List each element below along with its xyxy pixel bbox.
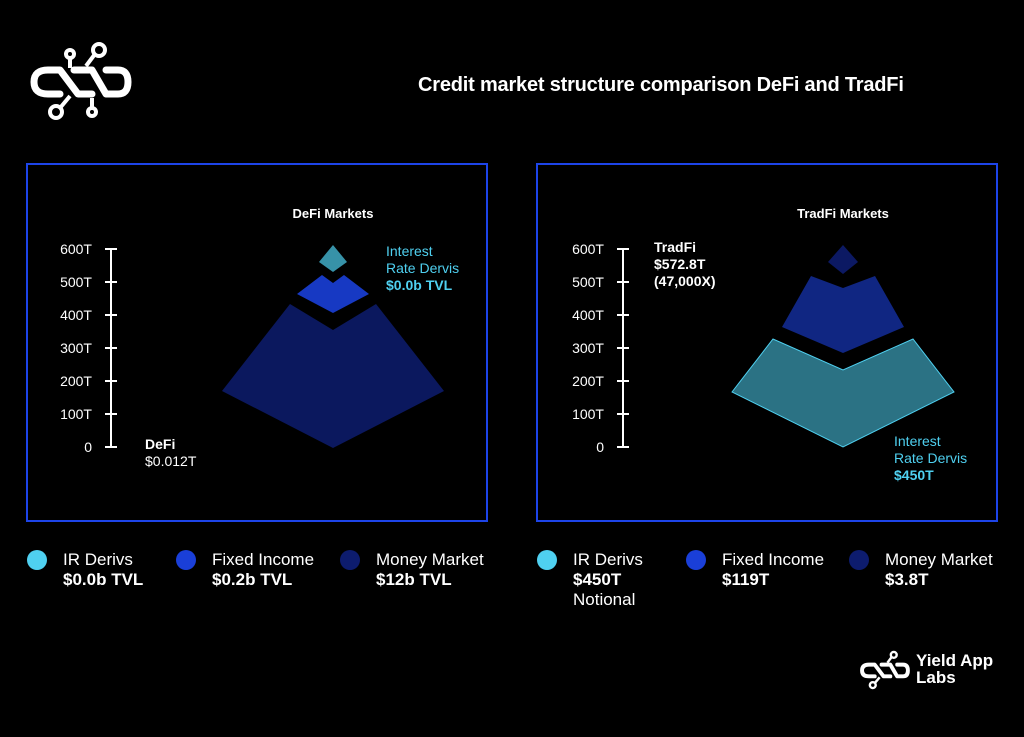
legend-value-0-2: $12b TVL [376,570,452,589]
chart-title-0: DeFi Markets [293,206,374,221]
annotation-1-0-2: (47,000X) [654,273,715,289]
y-tick-label-1-3: 300T [572,340,604,356]
legend-label-1-0: IR Derivs [573,550,643,569]
y-tick-label-1-1: 100T [572,406,604,422]
y-tick-label-0-0: 0 [84,439,92,455]
annotation-0-1-0: Interest [386,243,433,259]
legend-dot-1-1 [686,550,706,570]
legend-dot-0-1 [176,550,196,570]
y-tick-label-0-5: 500T [60,274,92,290]
legend-label-0-2: Money Market [376,550,484,569]
annotation-1-1-1: Rate Dervis [894,450,967,466]
pyramid-layer-ir-derivs-1 [731,338,955,448]
annotation-0-1-2: $0.0b TVL [386,277,453,293]
legend-label-1-2: Money Market [885,550,993,569]
brand-line1: Yield App [916,651,994,670]
pyramid-layer-fixed-income-0 [297,275,369,313]
y-tick-label-0-2: 200T [60,373,92,389]
legend-dot-1-0 [537,550,557,570]
legend-dot-0-0 [27,550,47,570]
y-tick-label-1-2: 200T [572,373,604,389]
legend-extra-1-0: Notional [573,590,636,609]
chart-panel-1 [536,163,998,522]
y-tick-label-1-6: 600T [572,241,604,257]
annotation-1-1-0: Interest [894,433,941,449]
annotation-1-0-0: TradFi [654,239,696,255]
y-tick-label-1-0: 0 [596,439,604,455]
legend-value-0-0: $0.0b TVL [63,570,144,589]
annotation-0-1-1: Rate Dervis [386,260,459,276]
brand-line2: Labs [916,668,956,687]
annotation-1-1-2: $450T [894,467,934,483]
pyramid-layer-money-market-1 [828,245,858,274]
annotation-0-0-1: $0.012T [145,453,197,469]
legend-value-1-1: $119T [722,570,770,589]
legend-value-0-1: $0.2b TVL [212,570,293,589]
y-tick-label-0-1: 100T [60,406,92,422]
annotation-0-0-0: DeFi [145,436,175,452]
annotation-1-0-1: $572.8T [654,256,706,272]
legend-value-1-2: $3.8T [885,570,929,589]
yield-app-brand-icon [860,650,910,690]
chart-panel-0 [26,163,488,522]
legend-dot-1-2 [849,550,869,570]
chart-title-1: TradFi Markets [797,206,889,221]
yield-app-logo-icon [30,42,132,120]
y-tick-label-0-3: 300T [60,340,92,356]
y-tick-label-0-4: 400T [60,307,92,323]
pyramid-layer-money-market-0 [222,304,444,448]
legend-label-1-1: Fixed Income [722,550,825,569]
page-title: Credit market structure comparison DeFi … [418,74,904,96]
legend-value-1-0: $450T [573,570,622,589]
pyramid-layer-fixed-income-1 [782,276,904,353]
legend-label-0-0: IR Derivs [63,550,133,569]
y-tick-label-1-5: 500T [572,274,604,290]
y-tick-label-0-6: 600T [60,241,92,257]
legend-dot-0-2 [340,550,360,570]
legend-label-0-1: Fixed Income [212,550,315,569]
pyramid-layer-ir-derivs-0 [319,245,347,272]
y-tick-label-1-4: 400T [572,307,604,323]
